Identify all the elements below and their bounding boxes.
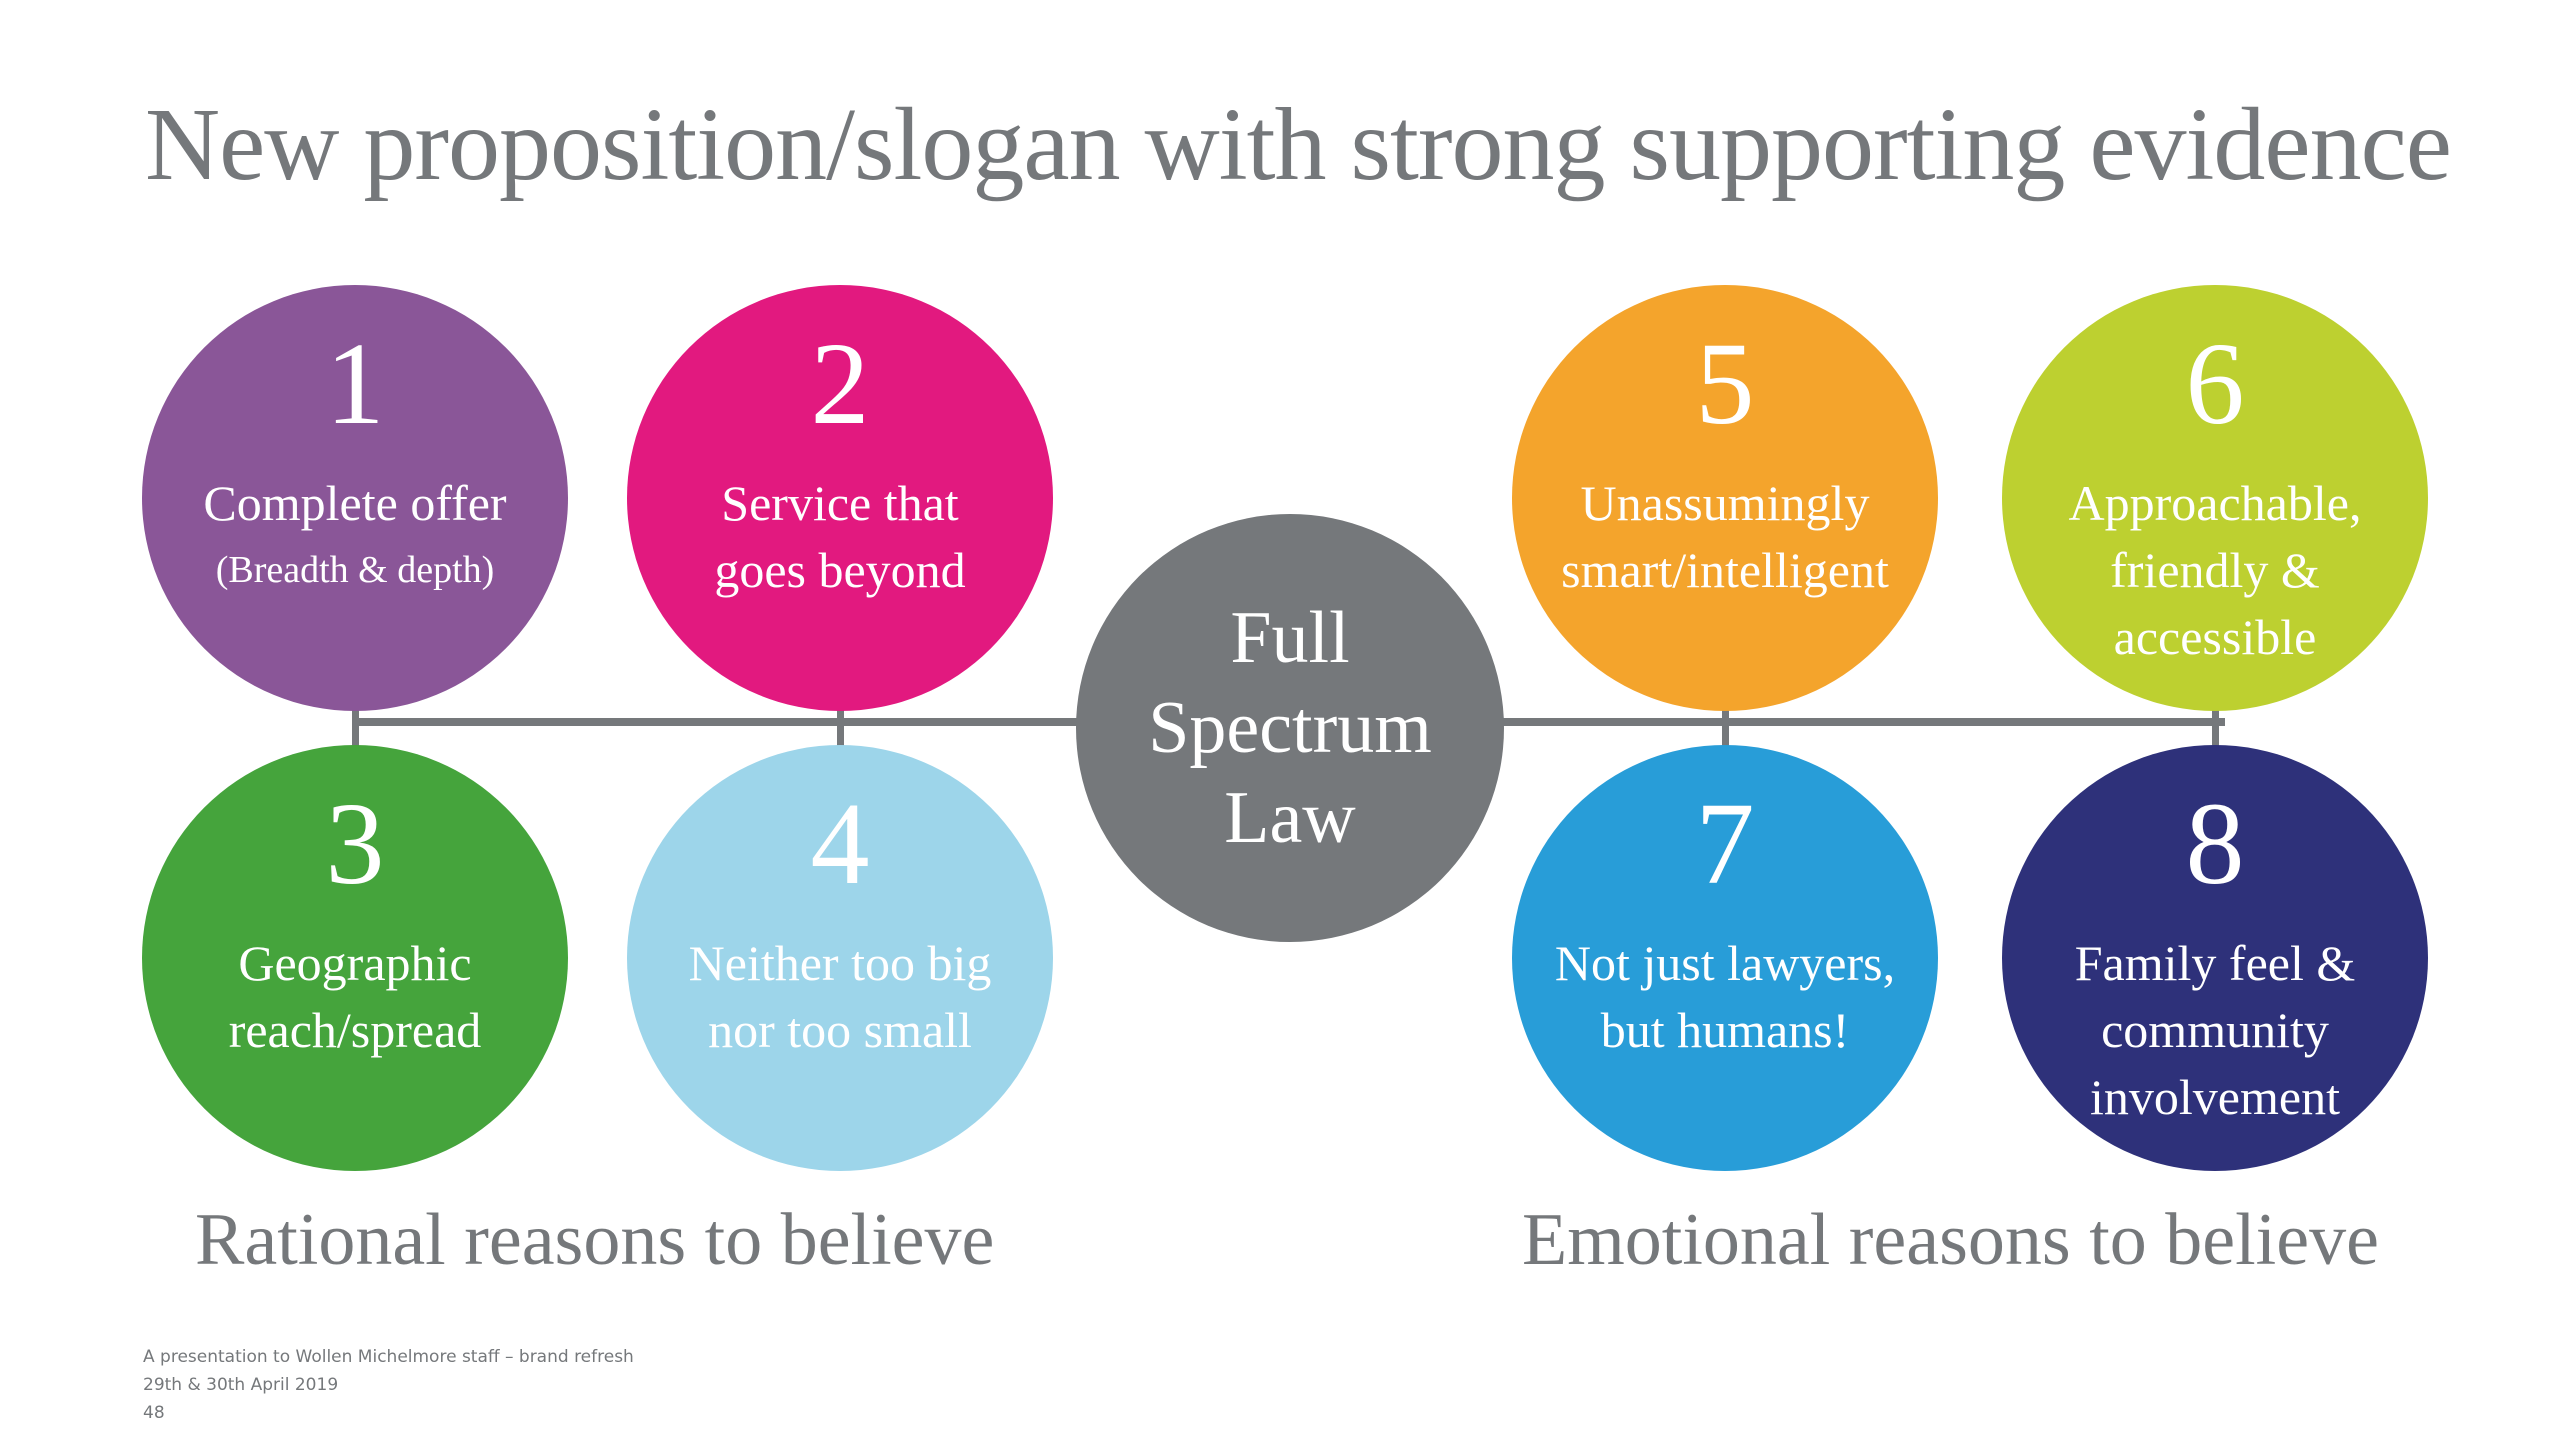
connector-vertical-1-3: [352, 700, 359, 760]
circle-label: Neither too big nor too small: [688, 935, 992, 1058]
circle-3-geographic: 3 Geographic reach/spread: [142, 745, 568, 1171]
rational-group-label: Rational reasons to believe: [195, 1199, 995, 1281]
circle-number: 8: [2185, 778, 2245, 909]
connector-vertical-5-7: [1722, 700, 1729, 760]
circle-8-family: 8 Family feel & community involvement: [2002, 745, 2428, 1171]
center-circle: Full Spectrum Law: [1076, 514, 1504, 942]
center-label: Full Spectrum Law: [1148, 597, 1432, 859]
connector-vertical-2-4: [837, 700, 844, 760]
circle-label: Not just lawyers, but humans!: [1554, 935, 1896, 1058]
footer-page-number: 48: [143, 1403, 165, 1423]
circle-1-complete-offer: 1 Complete offer (Breadth & depth): [142, 285, 568, 711]
circle-label: Approachable, friendly & accessible: [2068, 475, 2362, 665]
circle-number: 5: [1695, 318, 1755, 449]
circle-number: 6: [2185, 318, 2245, 449]
footer-presentation-note: A presentation to Wollen Michelmore staf…: [143, 1347, 634, 1367]
circle-number: 4: [810, 778, 870, 909]
circle-label: Complete offer (Breadth & depth): [162, 470, 548, 604]
circle-number: 7: [1695, 778, 1755, 909]
circle-label-text: Complete offer: [203, 475, 507, 531]
slide-title: New proposition/slogan with strong suppo…: [145, 87, 2452, 202]
circle-2-service: 2 Service that goes beyond: [627, 285, 1053, 711]
circle-5-smart: 5 Unassumingly smart/intelligent: [1512, 285, 1938, 711]
circle-number: 1: [325, 318, 385, 449]
circle-label: Unassumingly smart/intelligent: [1561, 475, 1889, 598]
circle-label: Service that goes beyond: [714, 475, 966, 598]
circle-7-humans: 7 Not just lawyers, but humans!: [1512, 745, 1938, 1171]
circle-number: 3: [325, 778, 385, 909]
circle-sublabel: (Breadth & depth): [215, 549, 495, 591]
circle-number: 2: [810, 318, 870, 449]
circle-4-size: 4 Neither too big nor too small: [627, 745, 1053, 1171]
circle-label: Family feel & community involvement: [2074, 935, 2356, 1125]
circle-6-approachable: 6 Approachable, friendly & accessible: [2002, 285, 2428, 711]
circle-label: Geographic reach/spread: [228, 935, 482, 1058]
footer-date: 29th & 30th April 2019: [143, 1375, 339, 1395]
emotional-group-label: Emotional reasons to believe: [1522, 1199, 2379, 1281]
connector-vertical-6-8: [2212, 700, 2219, 760]
